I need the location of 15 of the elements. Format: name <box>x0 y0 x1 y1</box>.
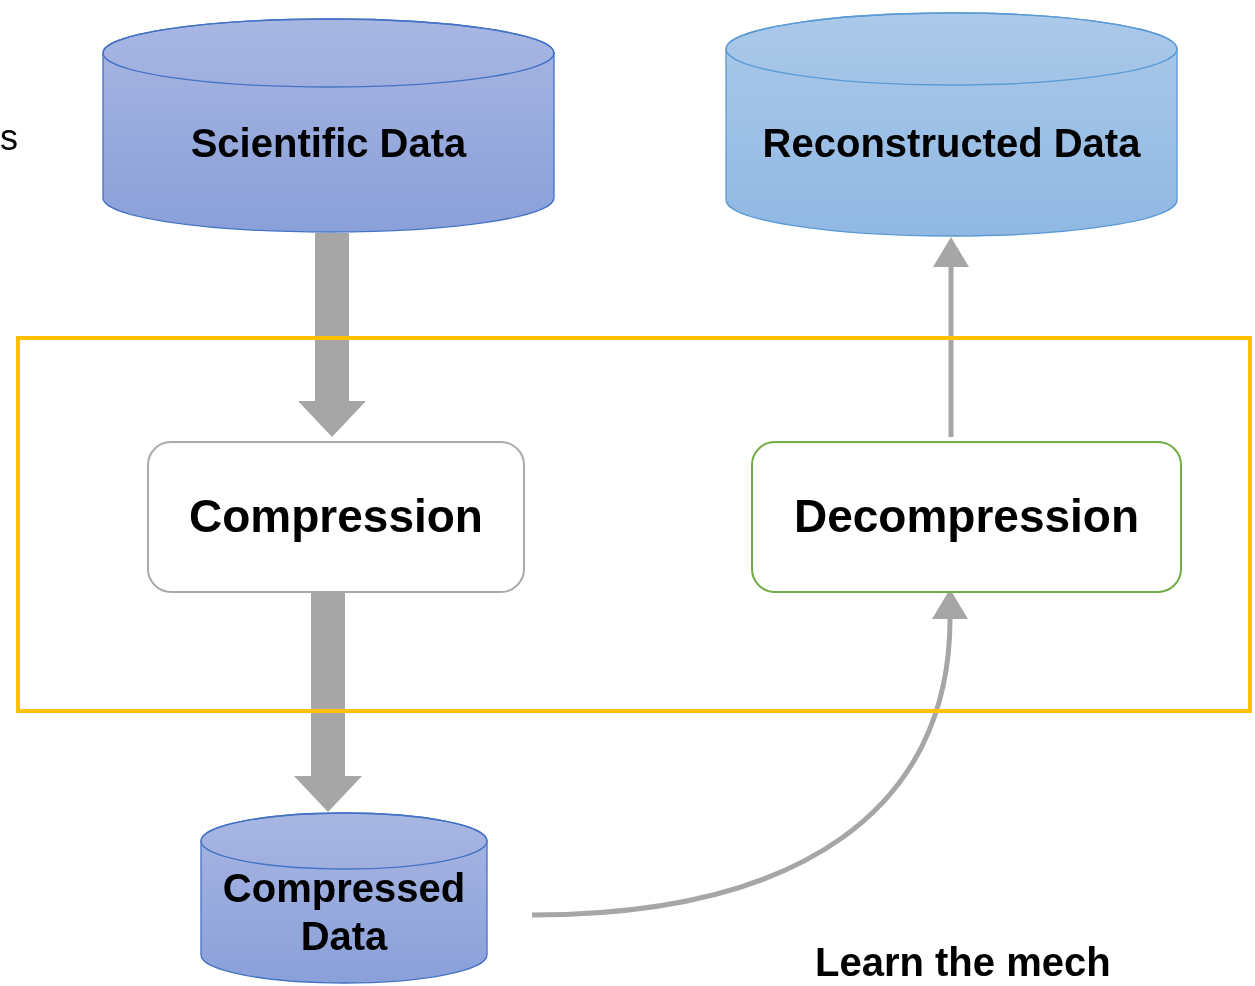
database-cylinder <box>102 18 555 233</box>
text-label: Learn the mech <box>815 940 1111 984</box>
node-label: Reconstructed Data <box>761 119 1142 167</box>
database-cylinder <box>725 12 1178 237</box>
arrow <box>933 237 969 437</box>
database-cylinder <box>200 812 488 984</box>
block-arrow <box>298 233 366 437</box>
group-frame <box>16 336 1252 713</box>
node-label: Decompression <box>792 489 1141 545</box>
node-label: Scientific Data <box>189 119 468 167</box>
process-box <box>751 441 1182 593</box>
process-box <box>147 441 525 593</box>
node-label: Compressed Data <box>221 868 467 956</box>
node-label: Compression <box>188 489 484 545</box>
text-label: s <box>0 118 18 158</box>
